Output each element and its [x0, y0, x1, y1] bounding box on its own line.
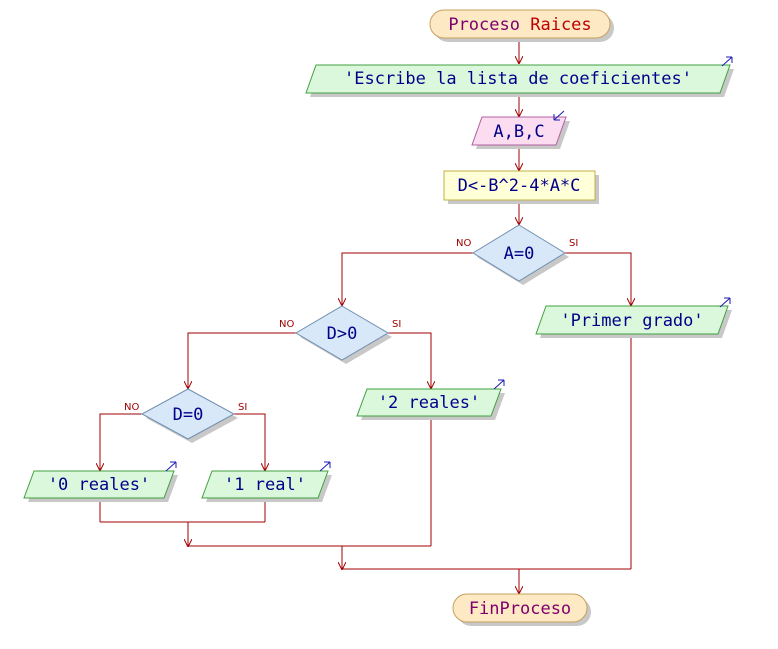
decision-a-zero: A=0 — [472, 224, 569, 285]
decision-dzero-yes-label: SI — [238, 402, 247, 413]
output-primer-grado: 'Primer grado' — [535, 297, 732, 338]
edge-decision-dzero-no — [100, 413, 142, 470]
edge-decision-dpos-si — [388, 332, 431, 388]
edge-decision-dpos-no — [188, 332, 296, 388]
decision-a-yes-label: SI — [569, 238, 578, 249]
end-terminal-text: FinProceso — [469, 599, 571, 619]
output-1-real-text: '1 real' — [224, 475, 306, 495]
output-arrow-icon — [493, 379, 505, 390]
svg-text:Proceso Raices: Proceso Raices — [448, 15, 591, 35]
process-assign: D<-B^2-4*A*C — [443, 170, 599, 204]
decision-d-zero-text: D=0 — [173, 405, 204, 425]
decision-d-positive: D>0 — [295, 305, 392, 364]
output-2-reales-text: '2 reales' — [378, 393, 480, 413]
start-keyword: Proceso — [448, 15, 520, 35]
edge-decision-a-si — [565, 252, 631, 305]
output-0-reales-text: '0 reales' — [48, 475, 150, 495]
end-terminal: FinProceso — [452, 593, 591, 626]
decision-dpos-no-label: NO — [279, 319, 294, 330]
output-prompt: 'Escribe la lista de coeficientes' — [305, 56, 734, 97]
output-arrow-icon — [319, 461, 331, 472]
decision-d-zero: D=0 — [140, 388, 238, 443]
start-terminal: Proceso Raices — [429, 9, 614, 42]
output-prompt-text: 'Escribe la lista de coeficientes' — [344, 69, 692, 89]
decision-a-zero-text: A=0 — [504, 244, 535, 264]
decision-a-no-label: NO — [456, 238, 471, 249]
output-arrow-icon — [721, 56, 733, 67]
input-read-text: A,B,C — [493, 122, 544, 142]
output-0-reales: '0 reales' — [23, 461, 178, 502]
input-read: A,B,C — [471, 110, 570, 149]
decision-dzero-no-label: NO — [124, 402, 139, 413]
output-primer-grado-text: 'Primer grado' — [560, 311, 703, 331]
output-2-reales: '2 reales' — [356, 379, 505, 420]
output-1-real: '1 real' — [201, 461, 332, 502]
output-arrow-icon — [165, 461, 177, 472]
edge-decision-dzero-si — [234, 413, 265, 470]
edge-decision-a-no — [342, 252, 473, 305]
input-arrow-icon — [553, 110, 565, 121]
process-name: Raices — [530, 15, 591, 35]
decision-d-positive-text: D>0 — [327, 324, 358, 344]
process-assign-text: D<-B^2-4*A*C — [458, 176, 581, 196]
decision-dpos-yes-label: SI — [392, 319, 401, 330]
output-arrow-icon — [719, 297, 731, 308]
